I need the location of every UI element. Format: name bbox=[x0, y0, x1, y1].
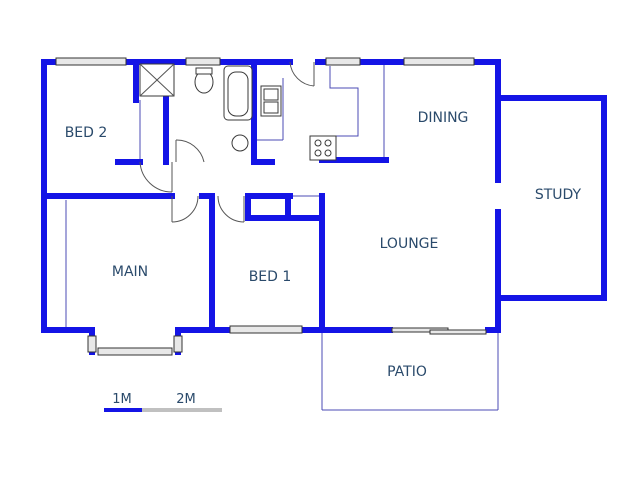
room-label-lounge: LOUNGE bbox=[380, 236, 439, 252]
kitchen-counter bbox=[255, 62, 385, 160]
patio-area bbox=[321, 330, 499, 411]
sliding-door-patio-2 bbox=[429, 329, 487, 335]
walls bbox=[41, 59, 607, 355]
scale-bar: 1M 2M bbox=[104, 392, 222, 412]
window-bathroom bbox=[185, 57, 221, 66]
stove-icon bbox=[309, 135, 337, 161]
door-bed1 bbox=[217, 195, 245, 223]
room-label-main: MAIN bbox=[112, 264, 148, 280]
room-label-dining: DINING bbox=[418, 110, 469, 126]
door-bed2 bbox=[139, 161, 173, 193]
scale-label-1m: 1M bbox=[112, 392, 132, 407]
room-label-patio: PATIO bbox=[387, 364, 427, 380]
door-kitchen bbox=[289, 61, 315, 87]
room-label-bed1: BED 1 bbox=[249, 269, 292, 285]
window-main-left bbox=[87, 335, 97, 353]
window-bed1 bbox=[229, 325, 303, 334]
bathroom-fixtures bbox=[139, 63, 253, 152]
window-main-right bbox=[173, 335, 183, 353]
window-main bbox=[97, 347, 173, 356]
window-dining bbox=[403, 57, 475, 66]
scale-label-2m: 2M bbox=[176, 392, 196, 407]
door-bathroom bbox=[175, 139, 205, 163]
kitchen-fixtures bbox=[260, 85, 337, 161]
windows bbox=[55, 57, 487, 356]
room-label-study: STUDY bbox=[535, 187, 582, 203]
door-main bbox=[171, 195, 199, 223]
thin-partitions bbox=[65, 100, 322, 328]
room-label-bed2: BED 2 bbox=[65, 125, 108, 141]
window-bed2 bbox=[55, 57, 127, 66]
doors bbox=[139, 61, 315, 223]
window-kitchen bbox=[325, 57, 361, 66]
basin-icon bbox=[231, 134, 249, 152]
